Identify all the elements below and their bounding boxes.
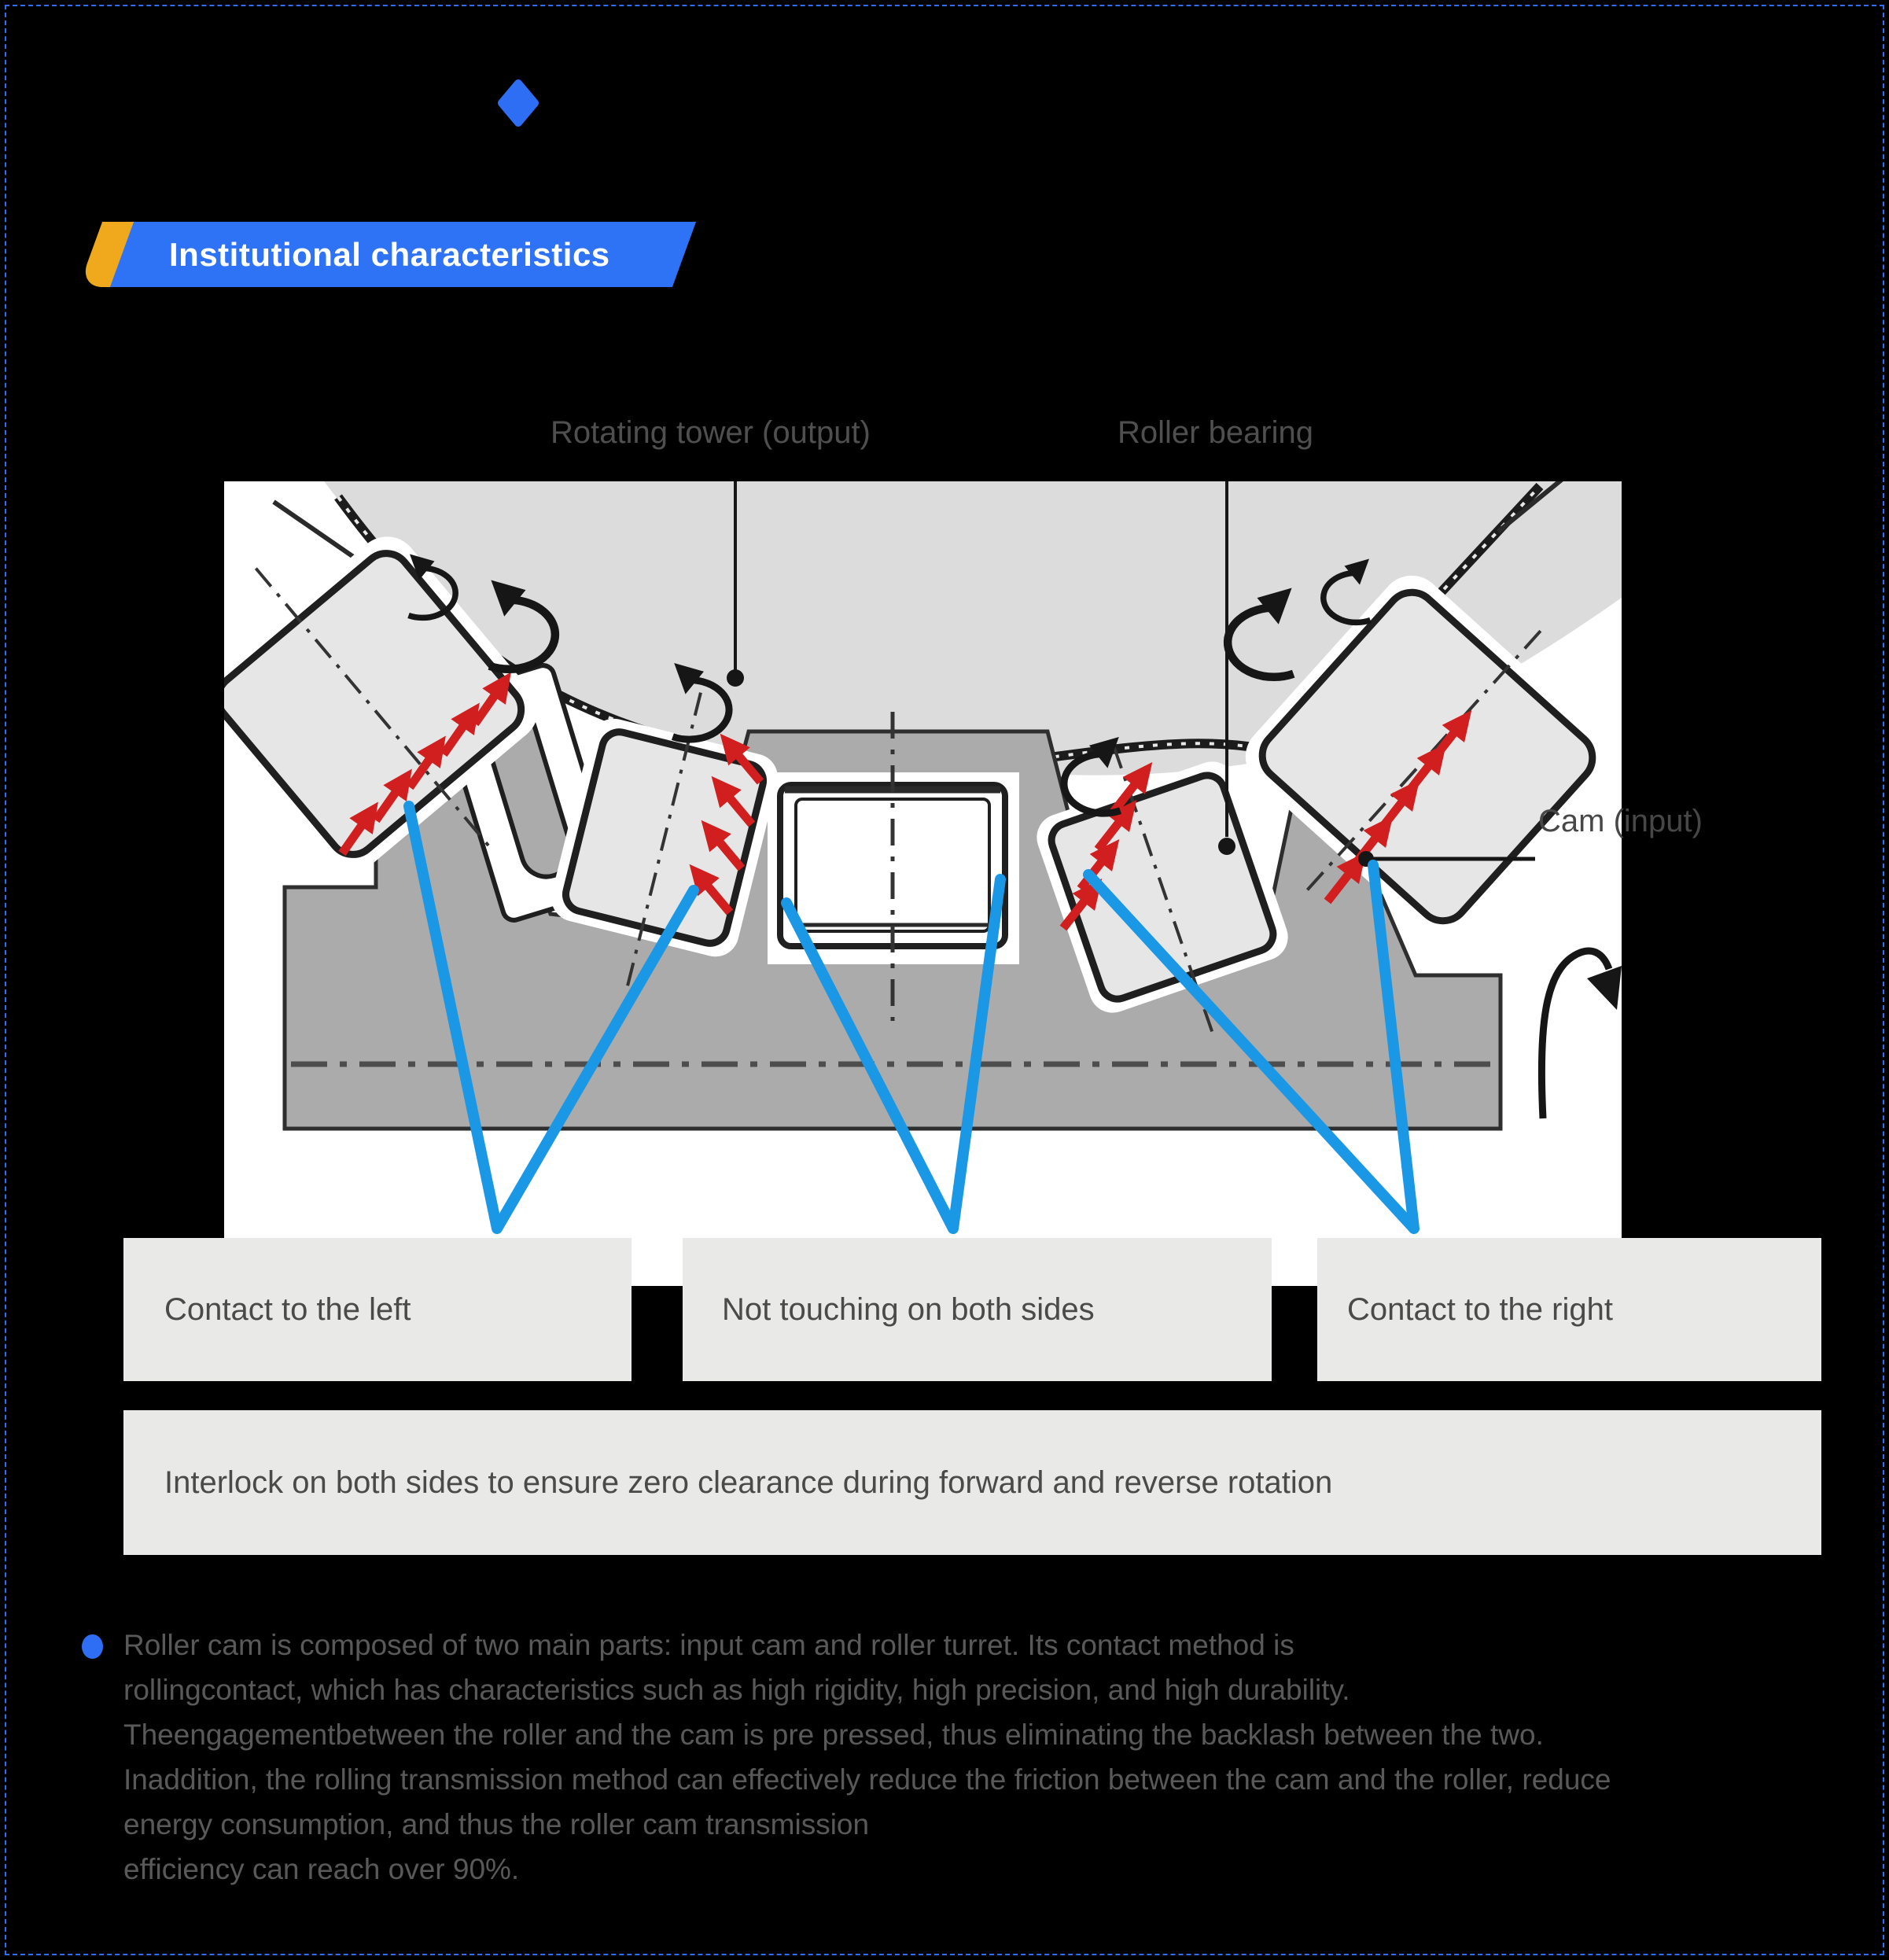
callout-line-middle	[781, 874, 1006, 1234]
callout-box-right: Contact to the right	[1317, 1238, 1821, 1381]
callout-box-middle: Not touching on both sides	[683, 1238, 1272, 1381]
bullet-icon	[82, 1634, 103, 1659]
note-line: rollingcontact, which has characteristic…	[123, 1674, 1350, 1706]
callout-box-interlock: Interlock on both sides to ensure zero c…	[123, 1410, 1821, 1555]
callout-left-text: Contact to the left	[164, 1291, 411, 1327]
input-rotation-arrow	[1537, 947, 1622, 1119]
callout-line-right	[1083, 860, 1420, 1234]
notes-paragraph: Roller cam is composed of two main parts…	[123, 1623, 1854, 1892]
roller-center	[768, 712, 1019, 1021]
note-line: Roller cam is composed of two main parts…	[123, 1629, 1294, 1661]
callout-right-text: Contact to the right	[1347, 1291, 1613, 1327]
label-roller-bearing: Roller bearing	[1118, 415, 1314, 450]
pointer-lines	[727, 481, 1535, 867]
callout-lines	[403, 801, 1420, 1234]
label-rotating-tower: Rotating tower (output)	[550, 415, 871, 450]
callout-line-left	[403, 801, 699, 1234]
section-title: Institutional characteristics	[169, 236, 610, 273]
roller-1	[224, 536, 538, 871]
callout-interlock-text: Interlock on both sides to ensure zero c…	[164, 1464, 1333, 1500]
note-line: efficiency can reach over 90%.	[123, 1853, 520, 1885]
label-cam-input: Cam (input)	[1538, 804, 1703, 838]
diamond-icon	[498, 79, 539, 127]
callout-middle-text: Not touching on both sides	[722, 1291, 1095, 1327]
callout-box-left: Contact to the left	[123, 1238, 632, 1381]
note-line: Inaddition, the rolling transmission met…	[123, 1763, 1611, 1796]
note-line: Theengagementbetween the roller and the …	[123, 1719, 1544, 1751]
diagram-drawing	[224, 481, 1622, 1131]
note-line: energy consumption, and thus the roller …	[123, 1808, 870, 1840]
